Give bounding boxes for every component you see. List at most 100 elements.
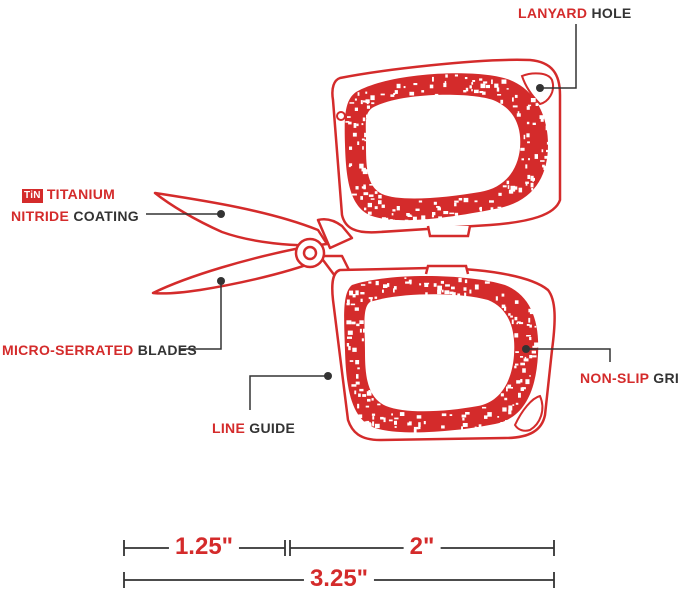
grip-speckle	[370, 95, 375, 101]
grip-speckle	[372, 421, 375, 426]
grip-speckle	[374, 296, 378, 299]
label-lineguide-accent: LINE	[212, 420, 246, 436]
grip-speckle	[429, 84, 434, 89]
grip-speckle	[404, 277, 407, 279]
dimension-handle: 2"	[403, 533, 441, 561]
grip-speckle	[357, 367, 360, 370]
grip-speckle	[361, 138, 365, 141]
grip-speckle	[517, 321, 521, 324]
grip-speckle	[523, 134, 526, 140]
grip-speckle	[378, 194, 382, 199]
grip-speckle	[346, 343, 350, 347]
grip-speckle	[396, 206, 400, 211]
grip-speckle	[487, 412, 492, 417]
grip-speckle	[515, 402, 519, 405]
grip-speckle	[391, 213, 394, 216]
grip-speckle	[349, 290, 354, 296]
grip-speckle	[527, 174, 531, 179]
label-titanium-word: TITANIUM	[46, 186, 116, 202]
grip-speckle	[542, 164, 545, 168]
grip-speckle	[511, 387, 513, 389]
grip-speckle	[354, 390, 357, 395]
grip-speckle	[413, 83, 418, 86]
grip-speckle	[374, 423, 380, 429]
grip-texture	[345, 74, 552, 433]
grip-speckle	[352, 294, 356, 298]
grip-speckle	[358, 393, 361, 397]
grip-speckle	[508, 409, 512, 415]
grip-speckle	[464, 292, 467, 298]
label-nitride-accent: NITRIDE	[11, 208, 70, 224]
grip-speckle	[445, 74, 448, 78]
grip-speckle	[367, 202, 372, 208]
grip-speckle	[372, 416, 375, 420]
grip-speckle	[514, 300, 519, 304]
grip-speckle	[356, 374, 359, 379]
grip-speckle	[510, 190, 513, 194]
grip-speckle	[380, 416, 384, 420]
dot-serrated	[217, 277, 225, 285]
grip-speckle	[412, 216, 417, 221]
grip-speckle	[364, 207, 367, 211]
grip-speckle	[360, 292, 365, 295]
label-line-guide: LINE GUIDE	[212, 420, 295, 436]
grip-speckle	[359, 163, 364, 169]
grip-speckle	[463, 197, 469, 203]
label-lanyard-hole: LANYARD HOLE	[518, 5, 632, 21]
grip-speckle	[370, 298, 373, 302]
grip-speckle	[480, 83, 486, 89]
upper-notch	[336, 111, 346, 121]
grip-speckle	[380, 93, 385, 96]
grip-speckle	[421, 90, 425, 93]
grip-speckle	[526, 106, 530, 110]
grip-speckle	[392, 209, 396, 212]
grip-speckle	[511, 319, 514, 325]
grip-speckle	[500, 393, 504, 397]
grip-speckle	[357, 403, 360, 409]
grip-speckle	[454, 212, 459, 216]
callouts	[146, 24, 611, 410]
grip-speckle	[347, 116, 351, 118]
grip-speckle	[464, 77, 468, 80]
grip-speckle	[454, 74, 458, 77]
grip-speckle	[469, 289, 472, 294]
grip-speckle	[510, 315, 513, 318]
grip-speckle	[360, 100, 363, 105]
grip-speckle	[366, 105, 370, 109]
grip-speckle	[534, 342, 539, 348]
grip-speckle	[472, 80, 476, 82]
pivot-screw	[302, 245, 318, 261]
grip-speckle	[528, 308, 533, 313]
grip-speckle	[363, 328, 365, 333]
grip-speckle	[366, 114, 368, 119]
grip-speckle	[526, 324, 530, 326]
grip-speckle	[454, 202, 457, 207]
grip-speckle	[546, 149, 549, 153]
grip-speckle	[437, 285, 442, 291]
grip-speckle	[392, 219, 396, 224]
grip-speckle	[418, 422, 421, 427]
grip-speckle	[534, 325, 537, 328]
grip-speckle	[351, 384, 357, 387]
grip-speckle	[432, 212, 436, 216]
grip-speckle	[526, 335, 531, 337]
grip-speckle	[391, 413, 393, 416]
grip-speckle	[516, 380, 521, 384]
grip-speckle	[362, 394, 367, 397]
grip-speckle	[518, 187, 523, 193]
dot-nonslip	[522, 345, 530, 353]
grip-speckle	[355, 381, 360, 385]
grip-speckle	[529, 310, 534, 315]
grip-speckle	[490, 207, 494, 212]
callout-serrated	[180, 281, 222, 350]
grip-speckle	[371, 102, 375, 105]
label-coating-rest: COATING	[73, 208, 139, 224]
dot-lineguide	[324, 372, 332, 380]
grip-speckle	[374, 191, 378, 194]
grip-speckle	[408, 421, 412, 426]
label-non-slip: NON-SLIP GRIP	[580, 370, 679, 386]
grip-speckle	[355, 360, 360, 365]
grip-speckle	[521, 158, 524, 161]
